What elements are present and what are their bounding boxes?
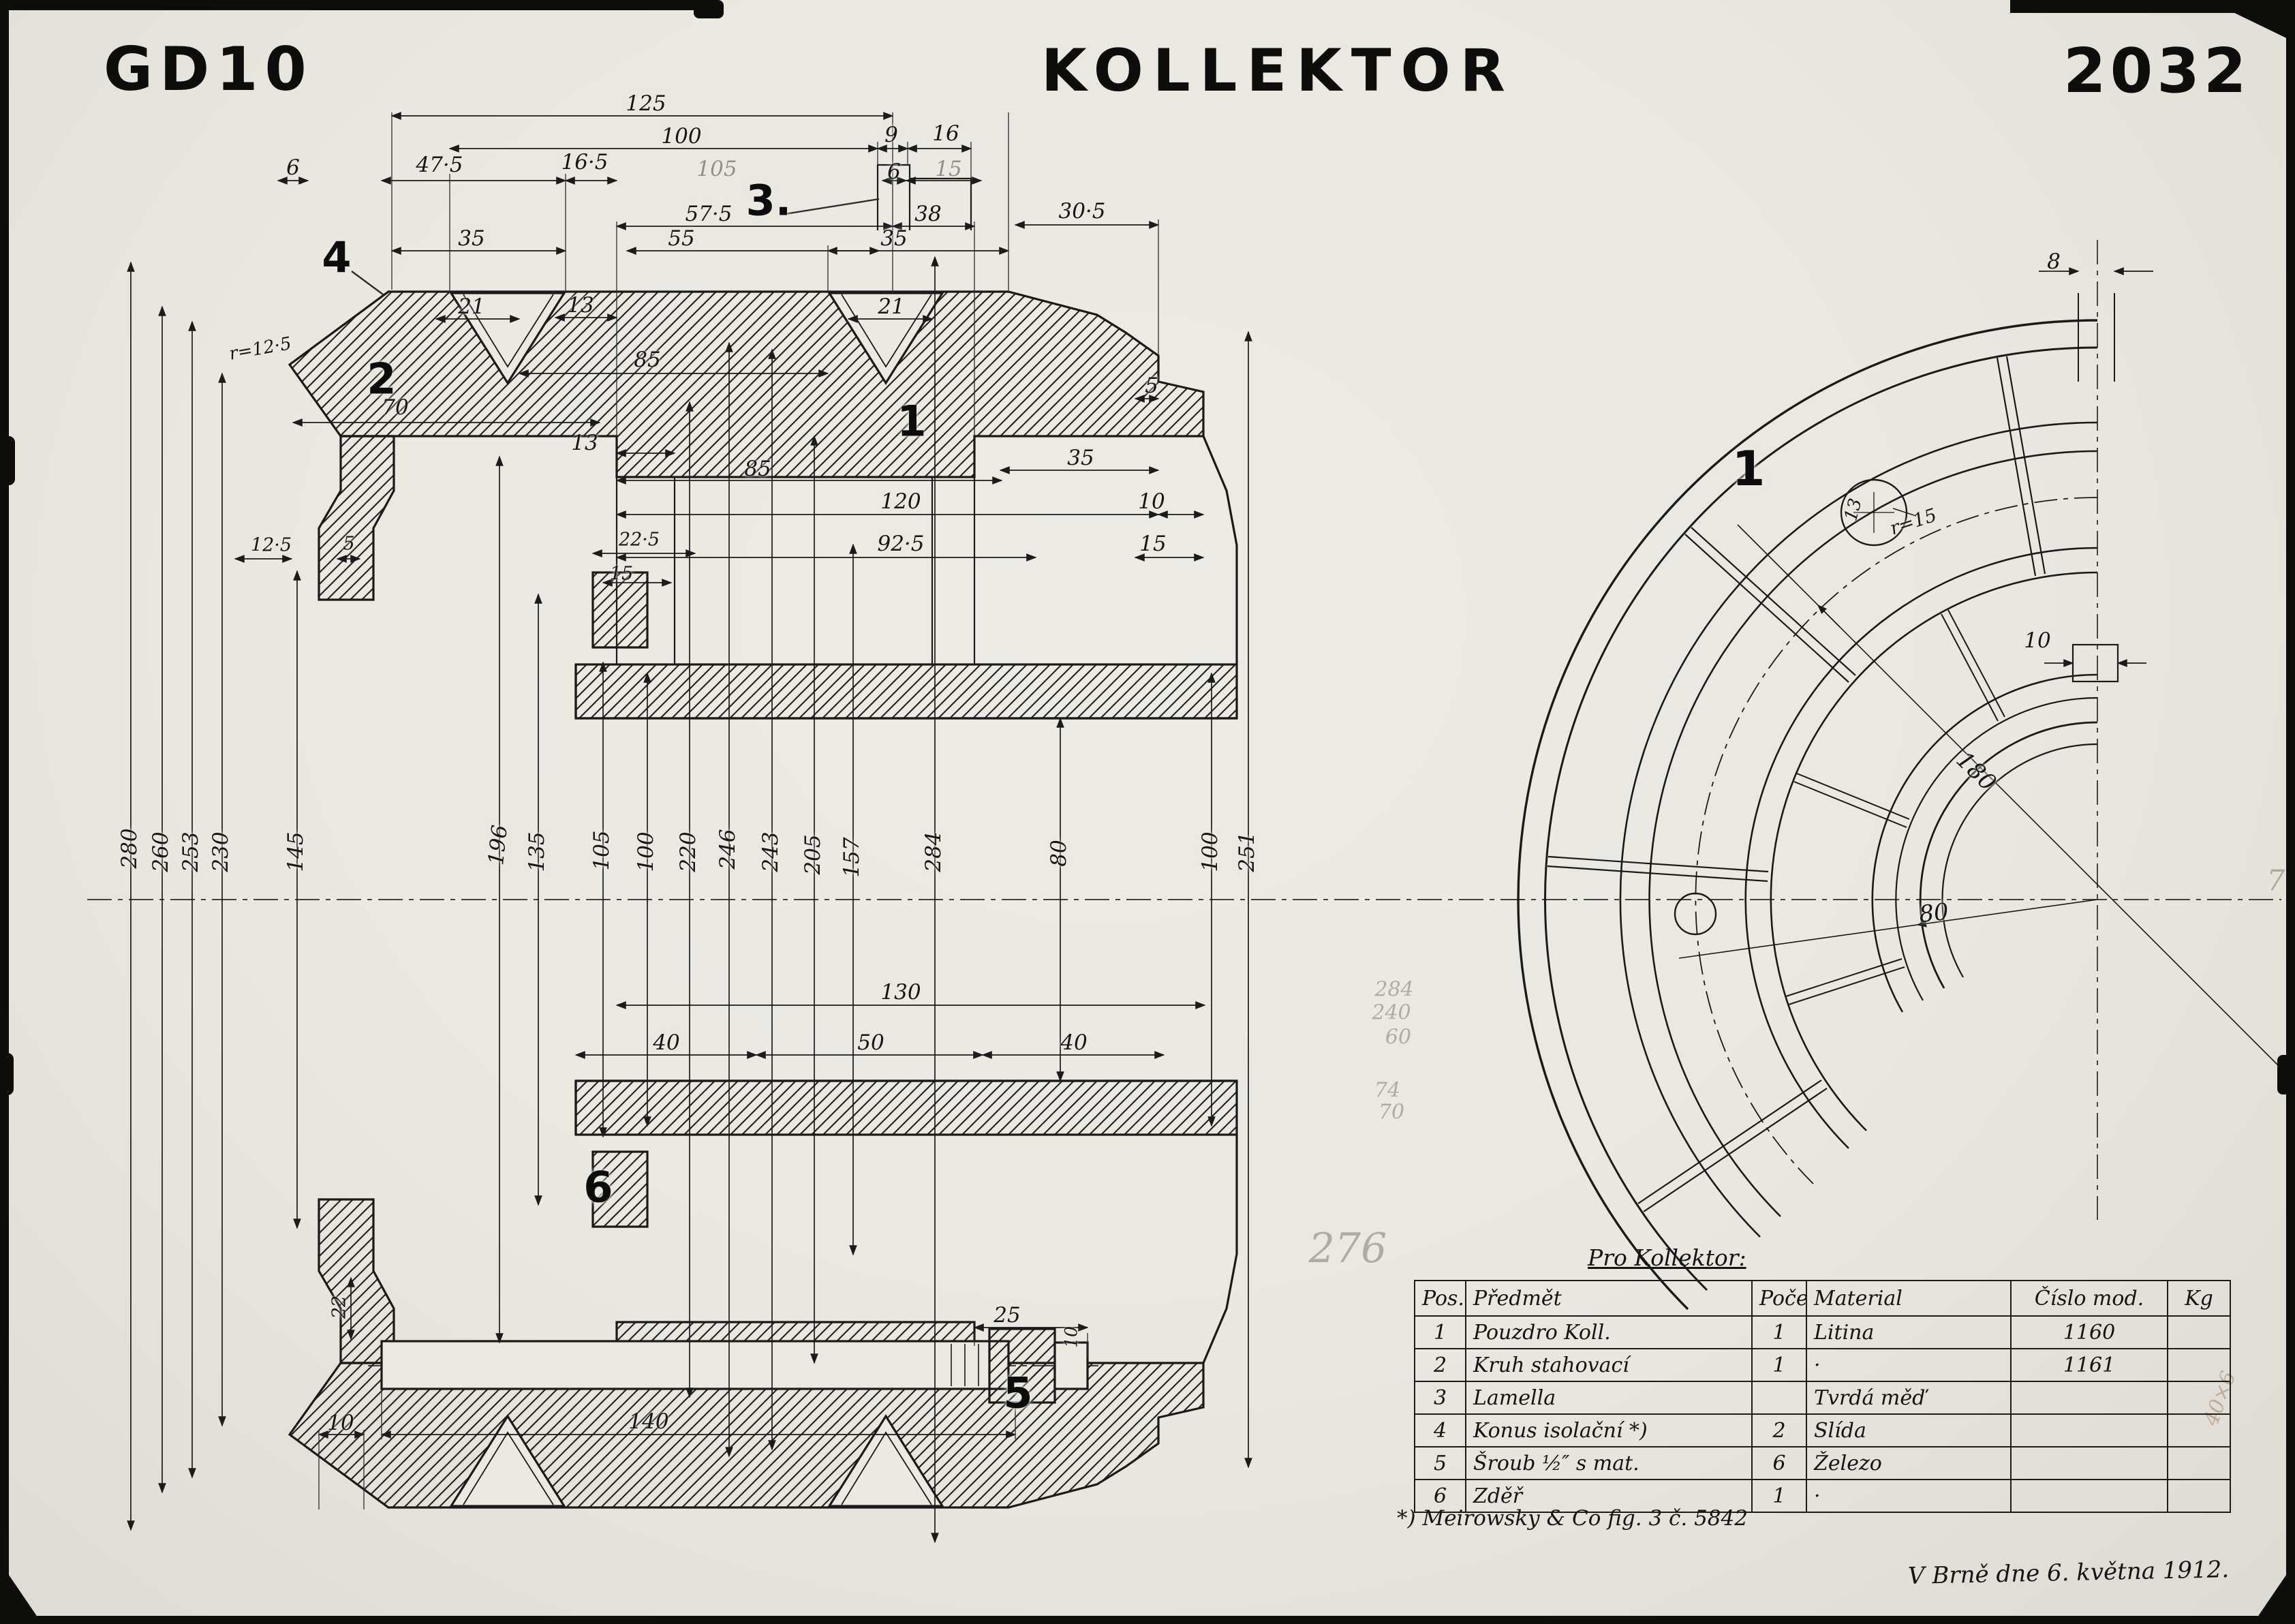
bolt-nut: [988, 1328, 1056, 1404]
parts-table-cell: ·: [1806, 1479, 2012, 1513]
inner-ribs: [1785, 609, 2005, 1005]
footnote: *) Meirowsky & Co fig. 3 č. 5842: [1397, 1506, 1748, 1531]
parts-table-cell: Tvrdá měď: [1806, 1381, 2012, 1415]
parts-table-header: Předmět: [1465, 1280, 1753, 1317]
hole-small: [1674, 892, 1717, 936]
upper-ring-section: [288, 290, 1205, 478]
segment-spokes: [1547, 356, 2046, 1212]
parts-table-cell: [2167, 1381, 2231, 1415]
parts-table-cell: [2167, 1413, 2231, 1447]
dimension-lines: [127, 112, 1252, 1544]
parts-table-header: Kg: [2167, 1280, 2231, 1317]
parts-table-cell: 3: [1414, 1381, 1466, 1415]
parts-table-cell: ·: [1806, 1348, 2012, 1382]
parts-table-cell: 1: [1751, 1315, 1807, 1349]
parts-table-header: Material: [1806, 1280, 2012, 1317]
wedge-part6-bottom: [591, 1150, 649, 1228]
hub-top-wall: [574, 663, 1238, 720]
parts-table-cell: Zděř: [1465, 1479, 1753, 1513]
parts-table-cell: 2: [1414, 1348, 1466, 1382]
parts-table-caption: Pro Kollektor:: [1588, 1244, 1746, 1271]
parts-table-cell: Litina: [1806, 1315, 2012, 1349]
bolt-tip: [1053, 1341, 1089, 1390]
parts-table-cell: 6: [1751, 1446, 1807, 1480]
parts-table-cell: [2010, 1381, 2168, 1415]
sheet-title: KOLLEKTOR: [1041, 37, 1515, 105]
extension-lines: [318, 112, 1159, 1510]
parts-table-cell: [2010, 1479, 2168, 1513]
parts-table-header: Počet: [1751, 1280, 1807, 1317]
sheet-code: GD10: [104, 34, 313, 104]
parts-table-cell: 1161: [2010, 1348, 2168, 1382]
parts-table-cell: Lamella: [1465, 1381, 1753, 1415]
bolt-shaft: [380, 1340, 1010, 1390]
parts-table-cell: Konus isolační *): [1465, 1413, 1753, 1447]
parts-table-cell: [1751, 1381, 1807, 1415]
parts-table-cell: 1: [1751, 1348, 1807, 1382]
sheet-number: 2032: [2063, 35, 2251, 107]
parts-table-cell: [2010, 1446, 2168, 1480]
parts-table-cell: 6: [1414, 1479, 1466, 1513]
parts-table-cell: Slída: [1806, 1413, 2012, 1447]
parts-table-cell: 5: [1414, 1446, 1466, 1480]
wedge-part6-top: [591, 571, 649, 649]
parts-table-cell: Železo: [1806, 1446, 2012, 1480]
parts-table-cell: [2010, 1413, 2168, 1447]
pressure-ring-arm-bottom: [318, 1198, 395, 1364]
parts-table-cell: 1: [1751, 1479, 1807, 1513]
parts-table-cell: [2167, 1479, 2231, 1513]
parts-table-cell: 1: [1414, 1315, 1466, 1349]
parts-table-header-row: Pos.PředmětPočetMaterialČíslo mod.Kg: [1414, 1280, 2231, 1317]
parts-table-cell: 2: [1751, 1413, 1807, 1447]
parts-table-cell: 1160: [2010, 1315, 2168, 1349]
parts-table-cell: Kruh stahovací: [1465, 1348, 1753, 1382]
pressure-ring-arm-top: [318, 435, 395, 601]
cross-section-view: [288, 164, 1238, 1509]
parts-table-header: Číslo mod.: [2010, 1280, 2168, 1317]
front-view: [1517, 267, 2283, 1311]
parts-table-cell: Šroub ½″ s mat.: [1465, 1446, 1753, 1480]
parts-table-cell: [2167, 1315, 2231, 1349]
parts-table: Pos.PředmětPočetMaterialČíslo mod.Kg 1Po…: [1414, 1280, 2231, 1513]
parts-table-cell: [2167, 1446, 2231, 1480]
parts-table-cell: Pouzdro Koll.: [1465, 1315, 1753, 1349]
hub-bottom-wall: [574, 1079, 1238, 1136]
parts-table-header: Pos.: [1414, 1280, 1466, 1317]
parts-table-cell: 4: [1414, 1413, 1466, 1447]
parts-table-cell: [2167, 1348, 2231, 1382]
